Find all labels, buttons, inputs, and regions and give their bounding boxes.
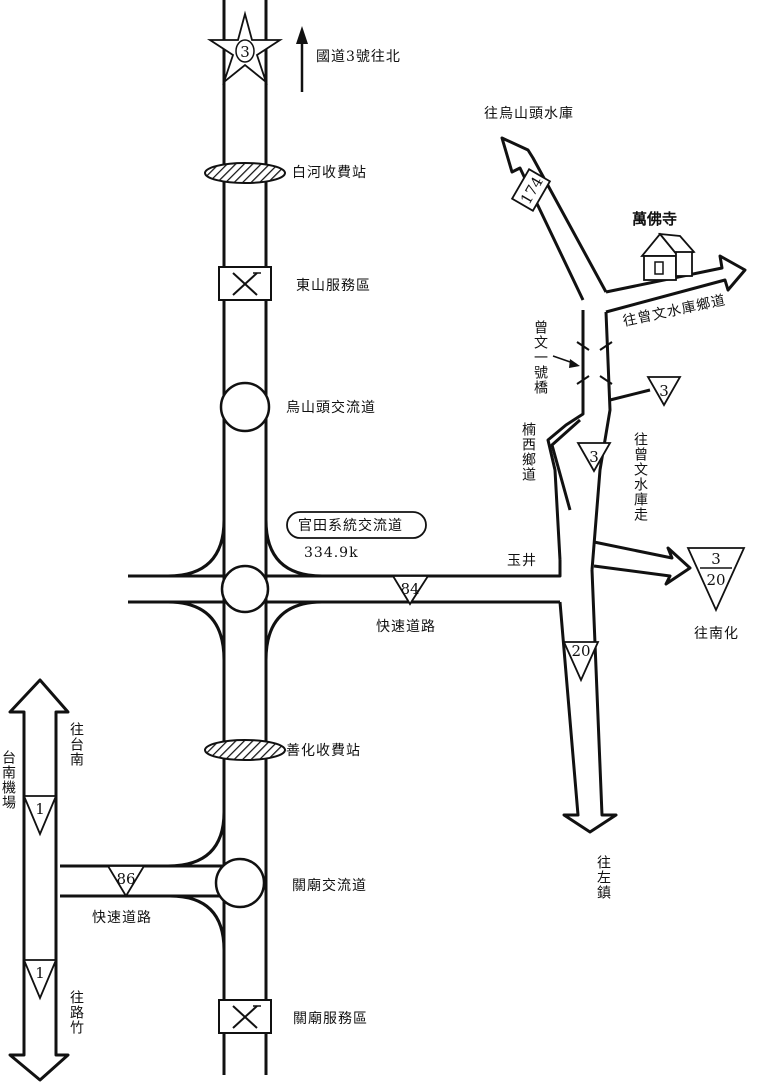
nanhua-label: 往南化 [694, 626, 739, 642]
route-3-shield-a-icon: 3 [646, 376, 682, 407]
to-tainan-label: 往台南 [68, 722, 84, 767]
route-1 [8, 678, 70, 1082]
guantian-junction-label: 官田系統交流道 [298, 517, 403, 534]
zengwen-township-road-label: 往曾文水庫鄉道 [621, 291, 727, 329]
expressway-84-label: 快速道路 [376, 619, 436, 635]
shanhua-toll-label: 善化收費站 [286, 743, 361, 759]
zengwen-reservoir-label: 往曾文水庫走 [632, 432, 648, 522]
wushantou-reservoir-label: 往烏山頭水庫 [484, 105, 574, 122]
north-arrow-icon [296, 26, 308, 92]
route-3-20-shield-bottom: 20 [706, 571, 725, 589]
yujing-label: 玉井 [507, 553, 537, 569]
route-3-shield-b-icon: 3 [576, 442, 612, 473]
freeway-3-star-shield-icon: 3 [206, 10, 284, 85]
route-3-shield-b-number: 3 [589, 448, 599, 466]
route-1-shield-a-number: 1 [35, 800, 45, 818]
tainan-airport-label: 台南機場 [0, 750, 16, 810]
zengwen-bridge-icon [552, 341, 613, 385]
route-1-shield-a-icon: 1 [22, 795, 58, 837]
route-1-shield-b-icon: 1 [22, 959, 58, 1001]
expressway-84 [128, 519, 562, 661]
freeway-3-shield-number: 3 [240, 43, 250, 61]
route-3-shield-a-number: 3 [659, 382, 669, 400]
north-label: 國道3號往北 [316, 49, 401, 65]
route-20-shield-icon: 20 [562, 641, 600, 683]
route-3-20-shield-top: 3 [711, 550, 721, 568]
route-86-shield-number: 86 [116, 870, 135, 888]
provincial-roads [500, 136, 747, 834]
zengwen-bridge-label: 曾文一號橋 [532, 320, 548, 395]
dongshan-service-area-icon [218, 266, 272, 301]
baihe-toll-label: 白河收費站 [292, 165, 367, 181]
guanmiao-service-area-label: 關廟服務區 [293, 1010, 368, 1027]
wushantou-interchange-label: 烏山頭交流道 [286, 399, 376, 416]
temple-house-icon [640, 232, 696, 281]
expressway-86-label: 快速道路 [92, 910, 152, 926]
guanmiao-interchange-icon [214, 857, 266, 909]
wanfo-temple-label: 萬佛寺 [632, 210, 677, 228]
nanxi-road-label: 楠西鄉道 [520, 422, 536, 482]
guantian-junction-icon [220, 564, 270, 614]
route-84-shield-icon: 84 [391, 575, 430, 606]
expressway-86 [60, 811, 226, 951]
freeway-3 [222, 0, 268, 1075]
route-1-shield-b-number: 1 [35, 964, 45, 982]
guantian-label-box [286, 511, 427, 539]
wushantou-interchange-icon [219, 381, 271, 433]
route-174-shield-icon: 174 [510, 168, 552, 212]
km-label: 334.9k [304, 545, 359, 561]
route-3-20-shield-icon: 3 20 [686, 547, 746, 613]
shanhua-toll-icon [204, 739, 286, 761]
zuozhen-label: 往左鎮 [595, 855, 611, 900]
route-20-shield-number: 20 [571, 642, 590, 660]
to-luzhu-label: 往路竹 [68, 990, 84, 1035]
route-84-shield-number: 84 [400, 580, 419, 598]
guanmiao-interchange-label: 關廟交流道 [292, 877, 367, 894]
route-86-shield-icon: 86 [106, 865, 146, 898]
dongshan-service-area-label: 東山服務區 [296, 278, 371, 294]
baihe-toll-icon [204, 162, 286, 184]
guanmiao-service-area-icon [218, 999, 272, 1034]
